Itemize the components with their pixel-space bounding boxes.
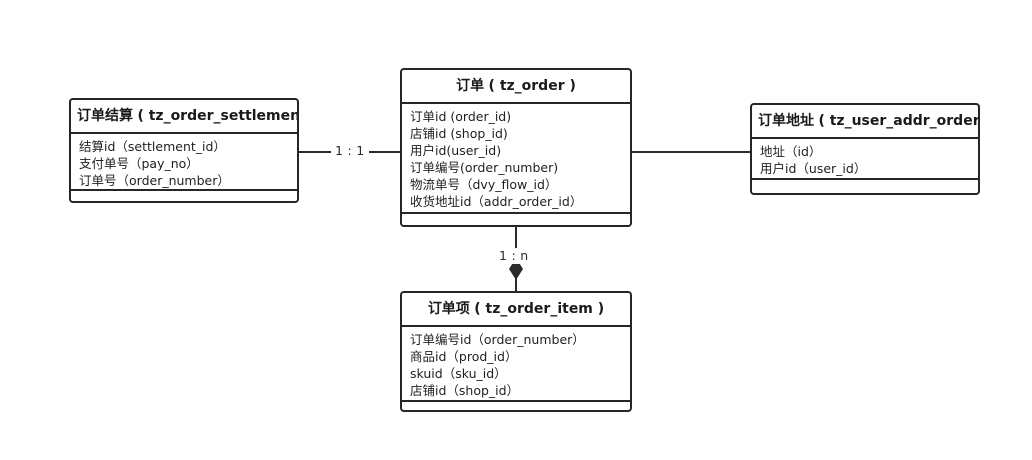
attribute-row: 用户id（user_id） [760, 161, 867, 176]
entity-tz-order-settlement[interactable]: 订单结算 ( tz_order_settlement ) 结算id（settle… [69, 98, 299, 203]
attribute-row: 订单号（order_number） [79, 173, 230, 188]
attribute-row: skuid（sku_id） [410, 366, 507, 381]
entity-footer-tz-order [402, 214, 630, 225]
attribute-row: 结算id（settlement_id） [79, 139, 226, 154]
entity-tz-user-addr-order[interactable]: 订单地址 ( tz_user_addr_order ) 地址（id） 用户id（… [750, 103, 980, 195]
attribute-row: 订单编号id（order_number） [410, 332, 585, 347]
entity-attributes-tz-order-settlement: 结算id（settlement_id） 支付单号（pay_no） 订单号（ord… [71, 134, 297, 191]
entity-footer-tz-order-settlement [71, 191, 297, 201]
entity-tz-order[interactable]: 订单 ( tz_order ) 订单id (order_id) 店铺id (sh… [400, 68, 632, 227]
entity-title-cn: 订单结算 [77, 108, 133, 124]
attribute-row: 收货地址id（addr_order_id） [410, 194, 583, 209]
entity-attributes-tz-order-item: 订单编号id（order_number） 商品id（prod_id） skuid… [402, 327, 630, 402]
attribute-row: 物流单号（dvy_flow_id） [410, 177, 558, 192]
entity-title-table: ( tz_user_addr_order ) [818, 113, 980, 129]
entity-title-tz-order-settlement: 订单结算 ( tz_order_settlement ) [71, 100, 297, 134]
entity-title-tz-order: 订单 ( tz_order ) [402, 70, 630, 104]
attribute-row: 用户id(user_id) [410, 143, 502, 158]
connector-order-addr [632, 151, 750, 153]
attribute-row: 订单id (order_id) [410, 109, 512, 124]
attribute-row: 店铺id (shop_id) [410, 126, 508, 141]
entity-title-table: ( tz_order ) [488, 78, 576, 94]
entity-footer-tz-order-item [402, 402, 630, 410]
attribute-row: 订单编号(order_number) [410, 160, 559, 175]
entity-title-table: ( tz_order_settlement ) [137, 108, 299, 124]
entity-tz-order-item[interactable]: 订单项 ( tz_order_item ) 订单编号id（order_numbe… [400, 291, 632, 412]
diamond-marker-icon [509, 258, 523, 280]
relationship-label-settlement-order: 1 : 1 [331, 143, 369, 159]
entity-title-table: ( tz_order_item ) [474, 301, 605, 317]
attribute-row: 地址（id） [760, 144, 822, 159]
attribute-row: 商品id（prod_id） [410, 349, 518, 364]
entity-title-tz-order-item: 订单项 ( tz_order_item ) [402, 293, 630, 327]
entity-attributes-tz-order: 订单id (order_id) 店铺id (shop_id) 用户id(user… [402, 104, 630, 214]
entity-attributes-tz-user-addr-order: 地址（id） 用户id（user_id） [752, 139, 978, 180]
attribute-row: 店铺id（shop_id） [410, 383, 520, 398]
relationship-label-order-orderitem: 1 : n [495, 248, 533, 264]
entity-title-cn: 订单 [456, 78, 485, 94]
entity-title-cn: 订单项 [427, 301, 470, 317]
attribute-row: 支付单号（pay_no） [79, 156, 199, 171]
entity-footer-tz-user-addr-order [752, 180, 978, 192]
entity-title-tz-user-addr-order: 订单地址 ( tz_user_addr_order ) [752, 105, 978, 139]
entity-title-cn: 订单地址 [758, 113, 814, 129]
